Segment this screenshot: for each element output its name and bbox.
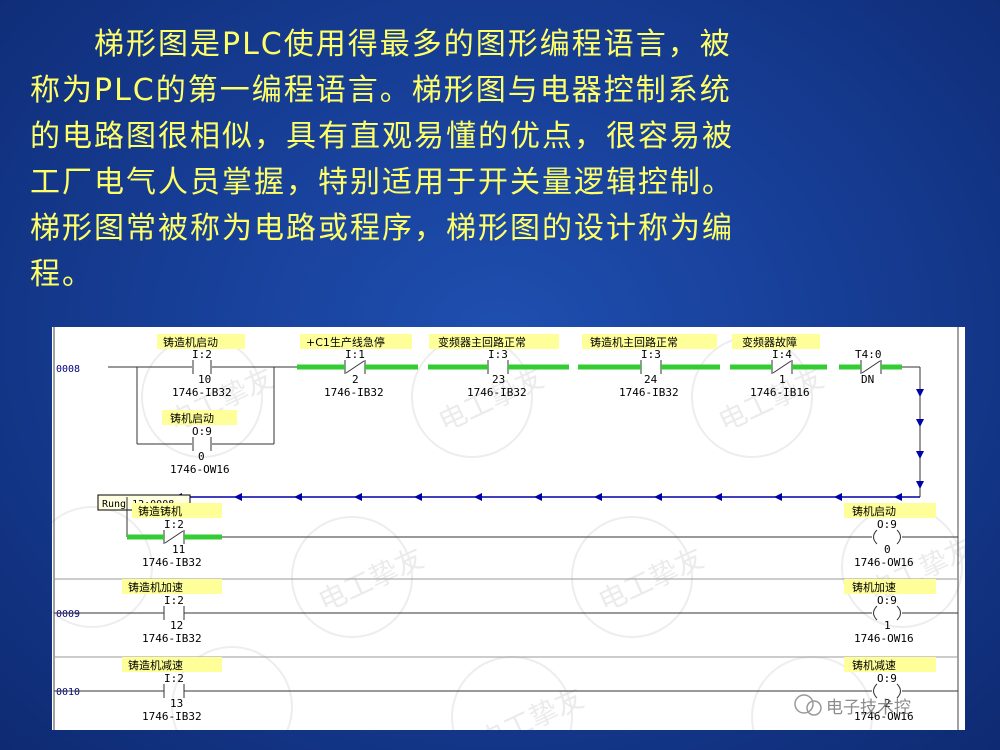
label-box	[300, 334, 412, 349]
ladder-diagram-panel[interactable]: 电工挚友 电工挚友 电工挚友 电工挚友 电工挚友 电工挚友 电工挚友 0008 …	[52, 327, 965, 730]
label-box	[157, 334, 245, 349]
rung-number[interactable]: 0010	[56, 687, 80, 698]
coil-label: 铸机启动	[852, 504, 896, 518]
contact-tag: I:2	[192, 348, 212, 361]
contact-label: 铸造机减速	[128, 658, 183, 672]
label-box	[844, 579, 936, 594]
timer-bit: DN	[861, 373, 874, 386]
coil-label: 铸机加速	[852, 580, 896, 594]
contact-module: 1746-IB32	[619, 386, 679, 399]
contact-label: 变频器主回路正常	[438, 335, 526, 349]
contact-label: 铸造机启动	[163, 335, 218, 349]
contact-bit: 13	[170, 697, 183, 710]
corner-watermark: 电子技术控	[794, 694, 911, 718]
contact-label: 铸造铸机	[138, 504, 182, 518]
paragraph-line: 的电路图很相似，具有直观易懂的优点，很容易被	[30, 119, 734, 154]
contact-tag: I:3	[641, 348, 661, 361]
contact-tag: I:1	[345, 348, 365, 361]
contact-bit: 0	[198, 450, 205, 463]
branch-contact[interactable]: 铸造铸机 I:2 11 1746-IB32	[132, 503, 222, 569]
contact-module: 1746-IB32	[467, 386, 527, 399]
label-box	[844, 657, 936, 672]
label-box	[732, 334, 820, 349]
paragraph-line: 梯形图常被称为电路或程序，梯形图的设计称为编	[30, 211, 734, 246]
contact-module: 1746-IB32	[142, 556, 202, 569]
seal-in-contact[interactable]: 铸机启动 O:9 0 1746-OW16	[162, 410, 237, 476]
contact-bit: 10	[198, 373, 211, 386]
paragraph-line: 称为PLC的第一编程语言。梯形图与电器控制系统	[30, 73, 732, 108]
rung9-contact[interactable]: 铸造机加速 I:2 12 1746-IB32	[122, 579, 222, 645]
flow-arrows	[916, 389, 924, 489]
contact-module: 1746-IB32	[324, 386, 384, 399]
rung10-contact[interactable]: 铸造机减速 I:2 13 1746-IB32	[122, 657, 222, 723]
contact-module: 1746-IB16	[750, 386, 810, 399]
contact-bit: 23	[492, 373, 505, 386]
paragraph-line: 程。	[30, 257, 94, 292]
contact-tag: I:2	[164, 594, 184, 607]
rung-number[interactable]: 0008	[56, 364, 80, 375]
coil-label: 铸机减速	[852, 658, 896, 672]
contact-module: 1746-IB32	[172, 386, 232, 399]
contact-tag: I:2	[164, 518, 184, 531]
coil-bit: 1	[884, 619, 891, 632]
coil-tag: O:9	[877, 672, 897, 685]
contact-bit: 24	[644, 373, 658, 386]
label-box	[162, 410, 237, 425]
contact-bit: 2	[352, 373, 359, 386]
coil-tag: O:9	[877, 594, 897, 607]
label-box	[844, 503, 936, 518]
contact-tag: I:3	[488, 348, 508, 361]
output-coil[interactable]: 铸机启动 O:9 0 1746-OW16	[844, 503, 936, 569]
coil-module: 1746-OW16	[854, 710, 914, 723]
contact-module: 1746-IB32	[142, 632, 202, 645]
paragraph-line: 工厂电气人员掌握，特别适用于开关量逻辑控制。	[30, 165, 734, 200]
rung-number[interactable]: 0009	[56, 609, 80, 620]
contact-tag: I:4	[772, 348, 792, 361]
coil-module: 1746-OW16	[854, 632, 914, 645]
label-box	[122, 579, 222, 594]
coil-module: 1746-OW16	[854, 556, 914, 569]
label-box	[429, 334, 559, 349]
label-box	[582, 334, 717, 349]
contact-label: 铸造机主回路正常	[590, 335, 678, 349]
contact-tag: I:2	[164, 672, 184, 685]
contact-bit: 11	[172, 543, 185, 556]
contact-label: 变频器故障	[742, 335, 797, 349]
contact-label: 铸机启动	[170, 411, 214, 425]
contact-bit: 12	[170, 619, 183, 632]
svg-text:电子技术控: 电子技术控	[826, 698, 911, 718]
coil-bit: 2	[884, 697, 891, 710]
timer-tag: T4:0	[855, 348, 882, 361]
contact-tag: O:9	[192, 425, 212, 438]
label-box	[122, 657, 222, 672]
coil-bit: 0	[884, 543, 891, 556]
coil-tag: O:9	[877, 518, 897, 531]
output-coil[interactable]: 铸机减速 O:9 2 1746-OW16	[844, 657, 936, 723]
label-box	[132, 503, 222, 518]
output-coil[interactable]: 铸机加速 O:9 1 1746-OW16	[844, 579, 936, 645]
contact-bit: 1	[779, 373, 786, 386]
contact-label: 铸造机加速	[128, 580, 183, 594]
contact-module: 1746-IB32	[142, 710, 202, 723]
paragraph-line: 梯形图是PLC使用得最多的图形编程语言，被	[30, 27, 732, 62]
contact-label-row1: 铸造机启动 I:2 10 1746-IB32 +C1生产线急停 I:1 2 17…	[157, 334, 882, 399]
contact-label: +C1生产线急停	[306, 335, 385, 349]
contact-module: 1746-OW16	[170, 463, 230, 476]
slide-paragraph: 梯形图是PLC使用得最多的图形编程语言，被 称为PLC的第一编程语言。梯形图与电…	[30, 22, 890, 298]
